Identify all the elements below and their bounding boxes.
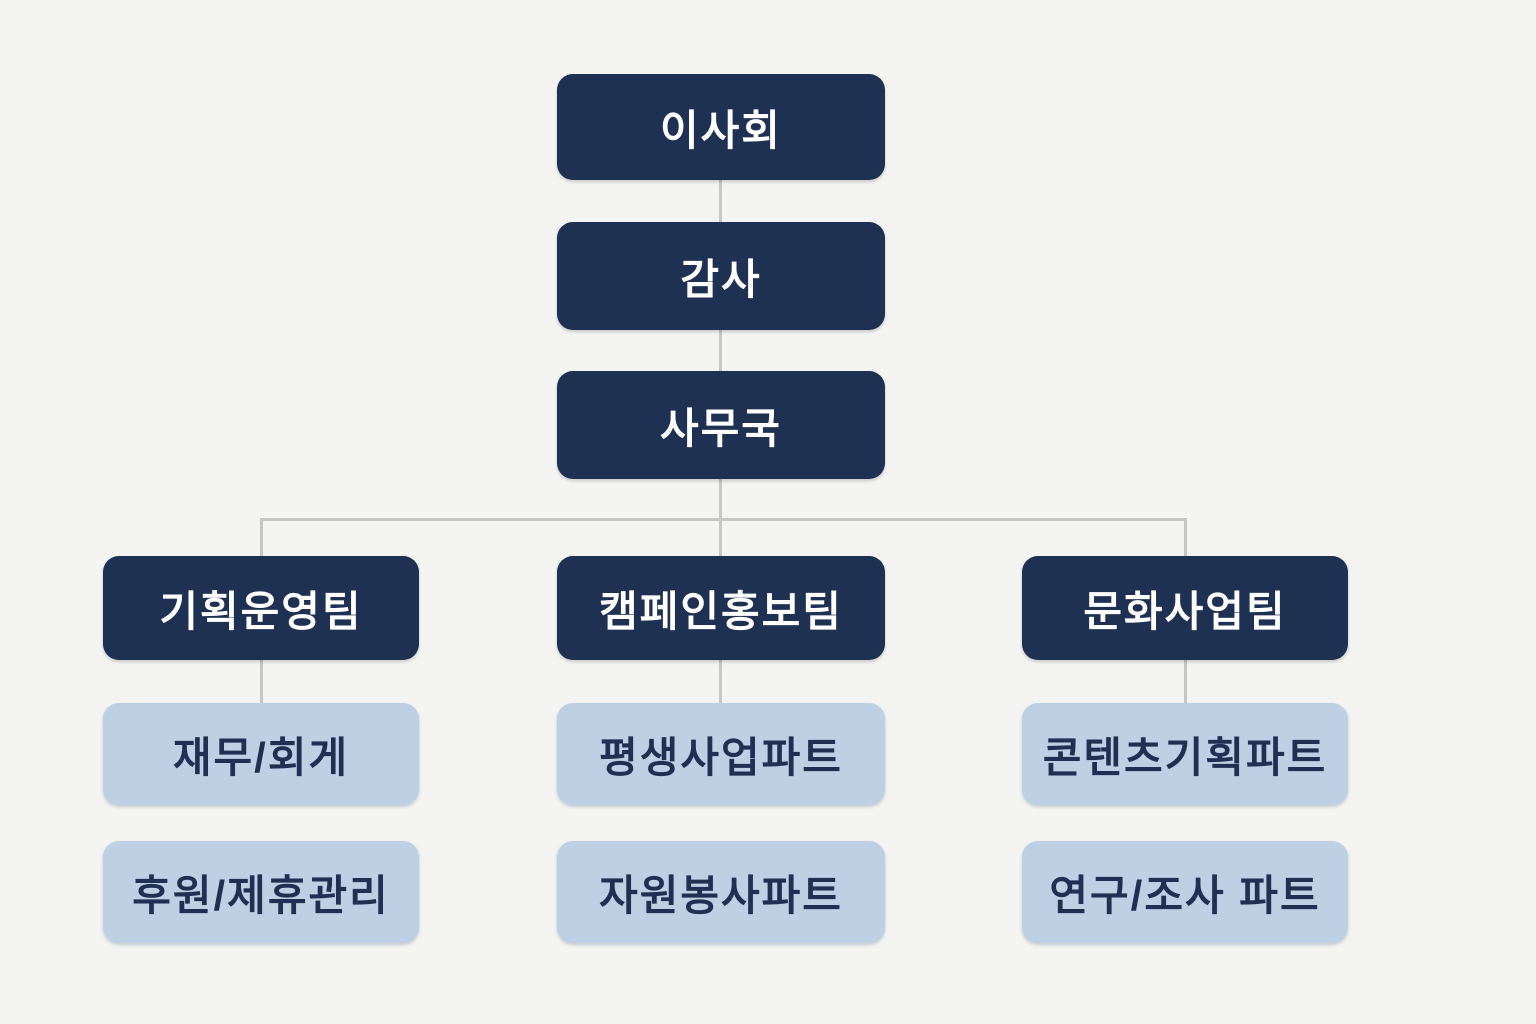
connector-team1-sub bbox=[260, 660, 263, 703]
connector-teams-crossbar bbox=[260, 518, 1187, 521]
node-sub-research: 연구/조사 파트 bbox=[1022, 841, 1348, 943]
node-board-label: 이사회 bbox=[660, 106, 782, 154]
connector-team2-sub bbox=[719, 660, 722, 703]
connector-board-audit bbox=[719, 180, 722, 222]
node-secretariat: 사무국 bbox=[557, 371, 885, 479]
connector-audit-secretariat bbox=[719, 330, 722, 371]
connector-drop-center bbox=[719, 518, 722, 557]
node-team-planning-ops-label: 기획운영팀 bbox=[159, 587, 363, 635]
node-sub-research-label: 연구/조사 파트 bbox=[1049, 871, 1321, 919]
node-team-campaign-pr: 캠페인홍보팀 bbox=[557, 556, 885, 660]
node-sub-sponsorship: 후원/제휴관리 bbox=[103, 841, 419, 943]
node-sub-content-planning: 콘텐츠기획파트 bbox=[1022, 703, 1348, 805]
node-secretariat-label: 사무국 bbox=[660, 404, 782, 452]
node-team-culture-biz: 문화사업팀 bbox=[1022, 556, 1348, 660]
node-board: 이사회 bbox=[557, 74, 885, 180]
connector-team3-sub bbox=[1184, 660, 1187, 703]
connector-drop-left bbox=[260, 518, 263, 557]
node-sub-sponsorship-label: 후원/제휴관리 bbox=[132, 871, 390, 919]
node-sub-content-planning-label: 콘텐츠기획파트 bbox=[1042, 733, 1328, 781]
node-team-campaign-pr-label: 캠페인홍보팀 bbox=[599, 587, 843, 635]
connector-drop-right bbox=[1184, 518, 1187, 557]
node-audit: 감사 bbox=[557, 222, 885, 330]
node-audit-label: 감사 bbox=[680, 255, 762, 303]
node-team-culture-biz-label: 문화사업팀 bbox=[1083, 587, 1287, 635]
node-team-planning-ops: 기획운영팀 bbox=[103, 556, 419, 660]
node-sub-finance: 재무/회게 bbox=[103, 703, 419, 805]
node-sub-volunteer: 자원봉사파트 bbox=[557, 841, 885, 943]
node-sub-lifelong-biz: 평생사업파트 bbox=[557, 703, 885, 805]
node-sub-finance-label: 재무/회게 bbox=[172, 733, 350, 781]
node-sub-volunteer-label: 자원봉사파트 bbox=[599, 871, 843, 919]
node-sub-lifelong-biz-label: 평생사업파트 bbox=[599, 733, 843, 781]
connector-secretariat-stem bbox=[719, 479, 722, 520]
